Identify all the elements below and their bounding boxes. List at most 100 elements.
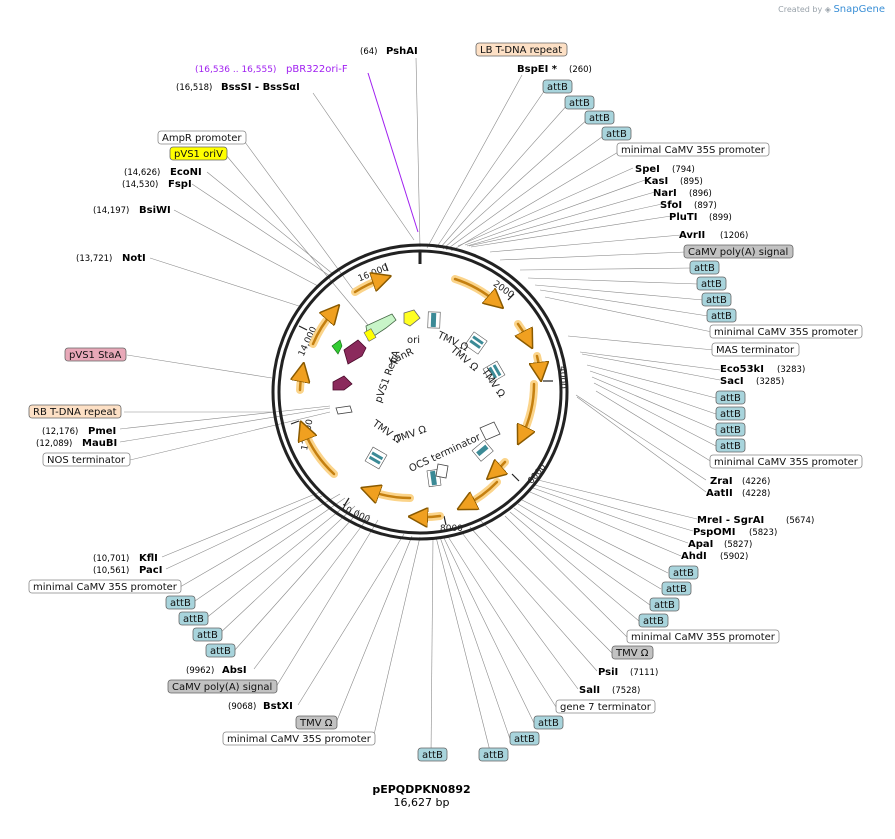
feature-label-stab[interactable]: pVS1 StaA (64, 347, 127, 362)
feature-label-attb[interactable]: attB (584, 110, 615, 125)
feature-label-promoter[interactable]: minimal CaMV 35S promoter (222, 731, 376, 746)
site-pos: (3283) (777, 365, 805, 375)
site-pos: (899) (709, 213, 732, 223)
feature-label-attb[interactable]: attB (689, 260, 720, 275)
site-name: FspI (168, 179, 192, 190)
snapgene-credit: Created by ◈ SnapGene (778, 4, 885, 15)
feature-label-box (715, 390, 746, 405)
feature-label-attb[interactable]: attB (178, 611, 209, 626)
feature-label-text: attB (720, 393, 741, 404)
feature-label-promoter[interactable]: minimal CaMV 35S promoter (709, 454, 863, 469)
feature-label-box (715, 422, 746, 437)
site-pos: (12,176) (42, 427, 78, 437)
site-pspomi: PspOMI(5823) (693, 527, 777, 538)
site-name: BssSI - BssSαI (221, 82, 300, 93)
feature-label-box (689, 260, 720, 275)
feature-label-attb[interactable]: attB (542, 79, 573, 94)
stab-arrow (332, 375, 353, 391)
feature-label-promoter[interactable]: MAS terminator (711, 342, 800, 357)
site-name: NarI (653, 188, 677, 199)
feature-label-box (601, 126, 632, 141)
primer-label: (16,536 .. 16,555) pBR322ori-F (195, 64, 348, 75)
feature-label-box (701, 292, 732, 307)
inner-label-tmv-5: TMV Ω (369, 418, 403, 446)
feature-label-attb[interactable]: attB (205, 643, 236, 658)
feature-label-promoter[interactable]: minimal CaMV 35S promoter (709, 324, 863, 339)
site-spei: SpeI(794) (635, 164, 695, 175)
site-pos: (895) (680, 177, 703, 187)
feature-label-box (616, 142, 770, 157)
feature-label-attb[interactable]: attB (417, 747, 448, 762)
feature-label-attb[interactable]: attB (715, 406, 746, 421)
site-pmei: (12,176)PmeI (42, 426, 116, 437)
site-sali: SalI(7528) (579, 685, 640, 696)
feature-label-polya[interactable]: CaMV poly(A) signal (683, 244, 794, 259)
feature-label-attb[interactable]: attB (696, 276, 727, 291)
feature-label-attb[interactable]: attB (715, 438, 746, 453)
connector-lines (119, 57, 721, 756)
feature-label-promoter[interactable]: NOS terminator (42, 452, 131, 467)
site-pos: (5827) (724, 540, 752, 550)
feature-label-attb[interactable]: attB (533, 715, 564, 730)
site-bspei: BspEI *(260) (517, 64, 592, 75)
site-name: MauBI (82, 438, 117, 449)
feature-label-attb[interactable]: attB (638, 613, 669, 628)
site-econi: (14,626)EcoNI (124, 167, 202, 178)
feature-label-text: AmpR promoter (162, 133, 242, 144)
site-psii: PsiI(7111) (598, 667, 658, 678)
backbone-inner (277, 249, 563, 535)
feature-label-polya[interactable]: TMV Ω (295, 715, 338, 730)
feature-label-attb[interactable]: attB (668, 565, 699, 580)
feature-label-polya[interactable]: CaMV poly(A) signal (167, 679, 278, 694)
feature-label-promoter[interactable]: minimal CaMV 35S promoter (28, 579, 182, 594)
ori-arrow (403, 309, 421, 327)
feature-label-text: attB (720, 409, 741, 420)
feature-label-box (649, 597, 680, 612)
feature-label-oriv[interactable]: pVS1 oriV (169, 146, 228, 161)
feature-label-text: attB (589, 113, 610, 124)
site-pos: (16,518) (176, 83, 212, 93)
feature-label-box (709, 324, 863, 339)
feature-label-attb[interactable]: attB (192, 627, 223, 642)
site-pos: (794) (672, 165, 695, 175)
site-pos: (4226) (742, 477, 770, 487)
feature-label-box (157, 130, 247, 145)
feature-label-promoter[interactable]: gene 7 terminator (555, 699, 656, 714)
feature-label-attb[interactable]: attB (564, 95, 595, 110)
feature-label-attb[interactable]: attB (701, 292, 732, 307)
feature-label-attb[interactable]: attB (706, 308, 737, 323)
feature-label-box (169, 146, 228, 161)
feature-label-attb[interactable]: attB (601, 126, 632, 141)
primer-name: pBR322ori-F (286, 64, 348, 75)
site-sfoi: SfoI(897) (660, 200, 717, 211)
feature-label-repeat[interactable]: LB T-DNA repeat (475, 42, 568, 57)
feature-label-repeat[interactable]: RB T-DNA repeat (28, 404, 122, 419)
site-pos: (260) (569, 65, 592, 75)
feature-label-promoter[interactable]: minimal CaMV 35S promoter (626, 629, 780, 644)
feature-label-attb[interactable]: attB (165, 595, 196, 610)
credit-prefix: Created by (778, 5, 823, 14)
feature-label-box (709, 454, 863, 469)
site-pos: (14,530) (122, 180, 158, 190)
feature-label-promoter[interactable]: minimal CaMV 35S promoter (616, 142, 770, 157)
feature-label-polya[interactable]: TMV Ω (611, 645, 654, 660)
feature-label-attb[interactable]: attB (509, 731, 540, 746)
oriv-block (363, 328, 377, 342)
site-name: AvrII (679, 230, 705, 241)
feature-label-attb[interactable]: attB (715, 422, 746, 437)
feature-label-text: TMV Ω (299, 718, 333, 729)
feature-label-attb[interactable]: attB (661, 581, 692, 596)
site-pshai: (64)PshAI (360, 46, 418, 57)
feature-label-attb[interactable]: attB (649, 597, 680, 612)
site-mrei-sgrai: MreI - SgrAI(5674) (697, 515, 814, 526)
feature-label-box (28, 404, 122, 419)
feature-label-text: RB T-DNA repeat (33, 407, 117, 418)
feature-label-promoter[interactable]: AmpR promoter (157, 130, 247, 145)
site-pos: (14,626) (124, 168, 160, 178)
feature-label-attb[interactable]: attB (478, 747, 509, 762)
feature-blocks (331, 309, 506, 488)
feature-label-attb[interactable]: attB (715, 390, 746, 405)
feature-label-text: minimal CaMV 35S promoter (714, 457, 859, 468)
feature-label-box (584, 110, 615, 125)
feature-label-text: attB (720, 441, 741, 452)
